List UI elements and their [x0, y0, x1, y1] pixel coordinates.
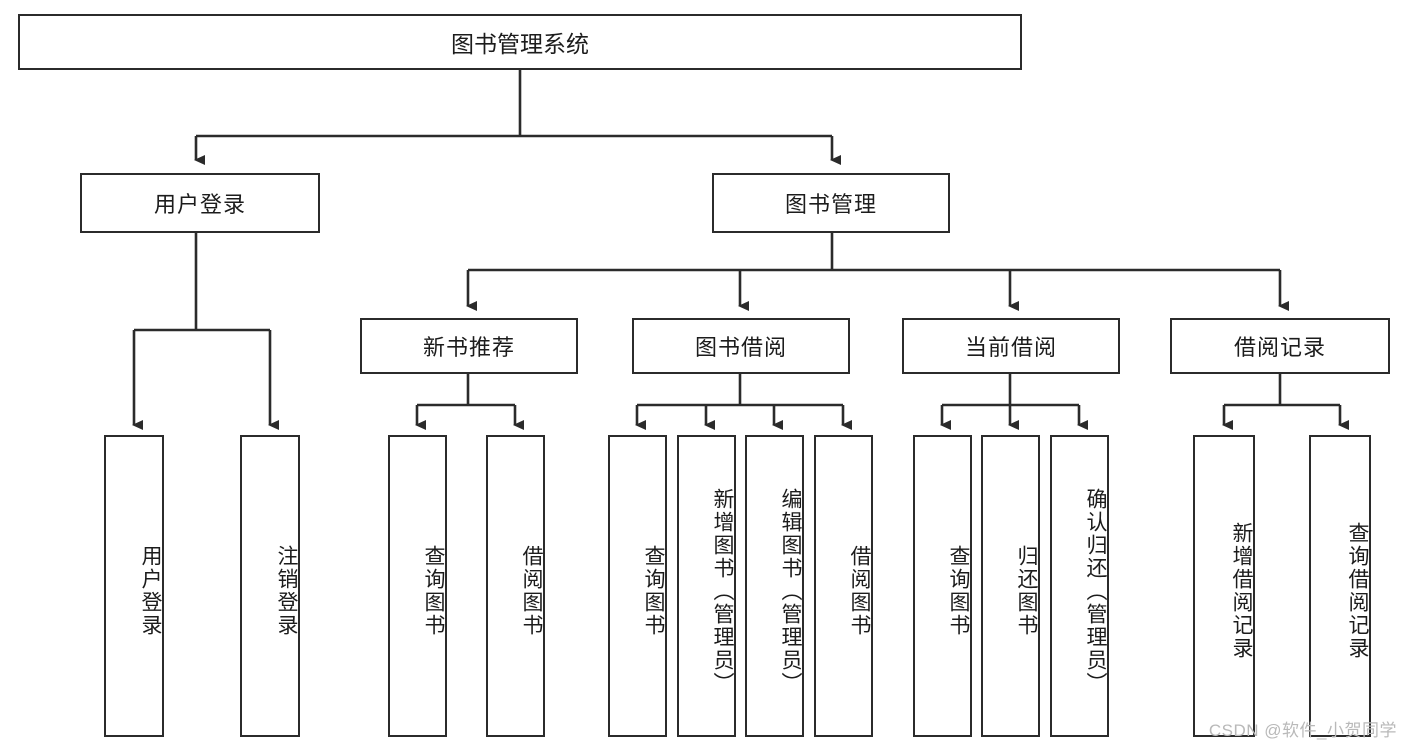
leaf-query-book-current[interactable]: 查询图书	[913, 435, 972, 737]
node-label: 图书借阅	[694, 335, 787, 360]
node-new-book-recommend[interactable]: 新书推荐	[360, 318, 578, 374]
leaf-label: 新增借阅记录	[1230, 522, 1253, 660]
node-label: 借阅记录	[1233, 335, 1326, 360]
node-label: 新书推荐	[422, 335, 515, 360]
node-label: 用户登录	[153, 192, 246, 217]
leaf-label: 查询图书	[422, 545, 445, 637]
leaf-label: 确认归还（管理员）	[1084, 487, 1107, 695]
leaf-label: 查询图书	[642, 545, 665, 637]
node-label: 图书管理	[784, 192, 877, 217]
leaf-label: 借阅图书	[848, 545, 871, 637]
leaf-logout[interactable]: 注销登录	[240, 435, 300, 737]
leaf-query-borrow-record[interactable]: 查询借阅记录	[1309, 435, 1371, 737]
node-user-login[interactable]: 用户登录	[80, 173, 320, 233]
node-current-borrow[interactable]: 当前借阅	[902, 318, 1120, 374]
leaf-user-login[interactable]: 用户登录	[104, 435, 164, 737]
leaf-add-book-admin[interactable]: 新增图书（管理员）	[677, 435, 736, 737]
node-borrow-record[interactable]: 借阅记录	[1170, 318, 1390, 374]
leaf-label: 查询借阅记录	[1346, 522, 1369, 660]
leaf-label: 归还图书	[1015, 545, 1038, 637]
leaf-label: 编辑图书（管理员）	[779, 487, 802, 695]
leaf-edit-book-admin[interactable]: 编辑图书（管理员）	[745, 435, 804, 737]
leaf-query-book-recommend[interactable]: 查询图书	[388, 435, 447, 737]
node-root-label: 图书管理系统	[451, 31, 589, 57]
leaf-label: 查询图书	[947, 545, 970, 637]
leaf-return-book[interactable]: 归还图书	[981, 435, 1040, 737]
leaf-label: 用户登录	[139, 545, 162, 637]
leaf-label: 注销登录	[275, 545, 298, 637]
leaf-label: 新增图书（管理员）	[711, 487, 734, 695]
node-book-borrow[interactable]: 图书借阅	[632, 318, 850, 374]
node-book-management[interactable]: 图书管理	[712, 173, 950, 233]
leaf-borrow-book-recommend[interactable]: 借阅图书	[486, 435, 545, 737]
leaf-query-book-borrow[interactable]: 查询图书	[608, 435, 667, 737]
node-root[interactable]: 图书管理系统	[18, 14, 1022, 70]
leaf-label: 借阅图书	[520, 545, 543, 637]
leaf-borrow-book[interactable]: 借阅图书	[814, 435, 873, 737]
leaf-add-borrow-record[interactable]: 新增借阅记录	[1193, 435, 1255, 737]
leaf-confirm-return-admin[interactable]: 确认归还（管理员）	[1050, 435, 1109, 737]
node-label: 当前借阅	[964, 335, 1057, 360]
